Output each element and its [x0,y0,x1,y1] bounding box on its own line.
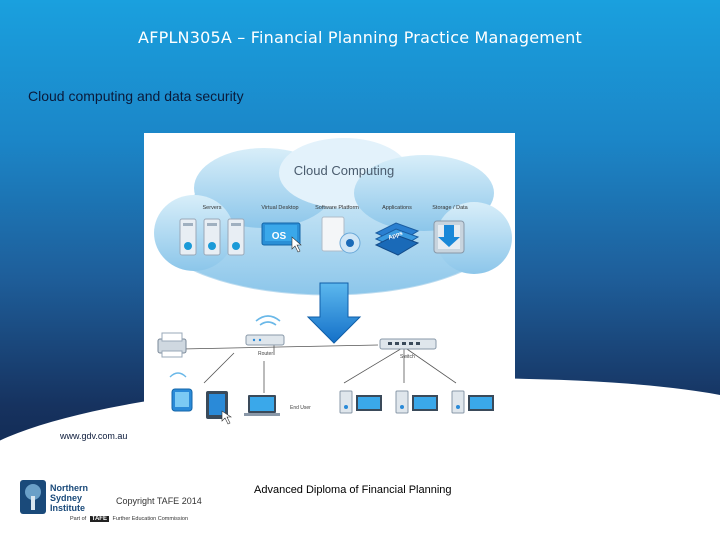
service-label-virtual-desktop: Virtual Desktop [261,205,298,211]
logo-line-2: Sydney [50,493,82,503]
image-credit: www.gdv.com.au [60,431,127,441]
service-label-storage: Storage / Data [432,205,468,211]
part-of-prefix: Part of [70,516,86,522]
os-label: OS [272,231,287,242]
cloud-computing-diagram: Cloud Computing Servers Virtual Desktop … [144,133,515,429]
router-label: Router [258,351,273,357]
logo-line-1: Northern [50,483,88,493]
switch-label: Switch [400,354,415,360]
switch-icon [380,339,436,349]
diagram-svg: Cloud Computing Servers Virtual Desktop … [144,133,515,429]
cloud-title: Cloud Computing [294,163,394,178]
slide-subtitle: Cloud computing and data security [28,88,244,104]
printer-icon [158,333,186,357]
course-title: Advanced Diploma of Financial Planning [254,484,452,496]
servers-icon [180,219,244,255]
network-lines [182,345,456,393]
desktop-pair-1 [340,391,382,413]
part-of-suffix: Further Education Commission [113,516,189,522]
router-icon [246,316,284,345]
service-label-servers: Servers [203,205,222,211]
tree-icon [20,480,46,514]
tablet-icon [206,391,231,424]
tafe-badge: TAFE [90,516,109,522]
storage-data-icon [434,221,464,253]
desktop-pair-2 [396,391,438,413]
service-label-software-platform: Software Platform [315,205,359,211]
logo-line-3: Institute [50,503,85,513]
slide-title: AFPLN305A – Financial Planning Practice … [0,28,720,47]
desktop-pair-3 [452,391,494,413]
tafe-affiliation: Part of TAFE Further Education Commissio… [70,516,188,522]
copyright-text: Copyright TAFE 2014 [116,496,202,506]
service-label-applications: Applications [382,205,412,211]
laptop-icon-left [244,395,280,416]
mobile-device-icon [170,373,192,411]
end-user-label: End User [290,405,311,411]
